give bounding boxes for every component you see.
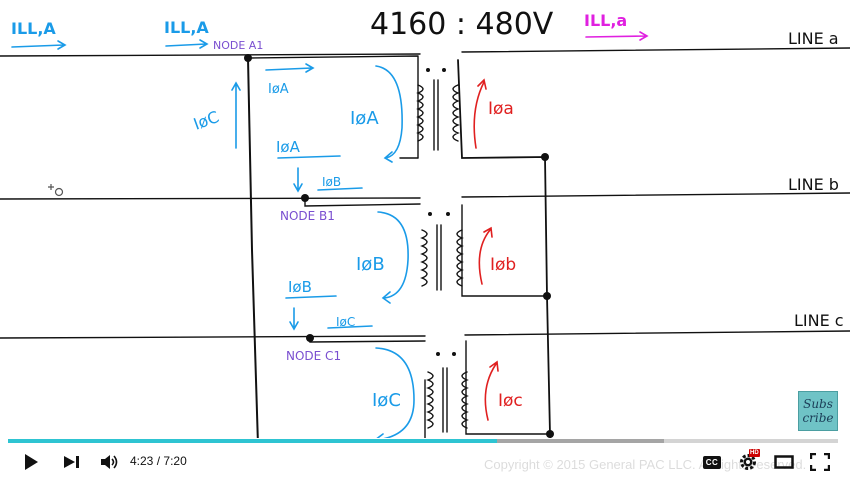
phase-b-lower-label: IøB [288,278,312,296]
volume-button[interactable] [96,447,122,477]
theater-mode-icon [774,455,794,469]
line-b-wire [0,192,850,200]
theater-mode-button[interactable] [772,447,796,477]
player-controls: 4:23 / 7:20 CC HD [0,447,850,477]
settings-icon [740,454,756,470]
phase-a-lower-label: IøA [276,138,301,156]
copyright-watermark: Copyright © 2015 General PAC LLC. All ri… [484,457,807,472]
node-b-label: NODE B1 [280,209,335,223]
subscribe-button[interactable]: Subs cribe [798,391,838,431]
node-c-label: NODE C1 [286,349,341,363]
phase-b-coil-label: IøB [356,254,385,275]
current-time: 4:23 [130,454,154,468]
transformer-ratio-heading: 4160 : 480V [370,7,554,42]
line-c-wire [0,330,850,339]
duration: 7:20 [163,454,187,468]
progress-played [8,439,497,443]
secondary-a-label: Iøa [488,99,514,119]
node-a-label: NODE A1 [213,39,263,52]
settings-button[interactable]: HD [736,447,760,477]
time-separator: / [156,454,161,468]
phase-c-outer-label: IøC [191,107,222,134]
play-icon [25,454,38,470]
progress-bar[interactable] [8,439,838,443]
line-current-label-secondary: ILL,a [584,11,627,30]
phase-b-small-label: IøB [322,175,341,189]
line-current-label-1: ILL,A [11,19,56,38]
phase-a-coil-label: IøA [350,108,379,129]
subscribe-line-1: Subs [803,397,833,411]
fullscreen-button[interactable] [808,447,832,477]
play-button[interactable] [18,447,44,477]
next-button[interactable] [58,447,86,477]
captions-icon: CC [702,455,722,469]
captions-button[interactable]: CC [700,447,724,477]
fullscreen-icon [810,453,830,471]
line-b-label: LINE b [788,175,839,194]
line-current-label-2: ILL,A [164,18,209,37]
volume-icon [101,455,118,469]
video-frame[interactable]: 4160 : 480V ILL,A ILL,A ILL,a NODE A1 NO… [0,0,850,438]
line-a-wire [0,47,850,57]
hd-badge: HD [749,449,760,457]
phase-a-top-label: IøA [268,82,289,97]
phase-c-small-label: IøC [336,315,355,329]
secondary-b-label: Iøb [490,255,516,275]
next-icon [64,456,79,468]
time-display: 4:23 / 7:20 [130,454,187,468]
secondary-c-label: Iøc [498,391,523,411]
line-c-label: LINE c [794,311,844,330]
phase-c-coil-label: IøC [372,390,401,411]
line-a-label: LINE a [788,29,839,48]
subscribe-line-2: cribe [802,411,834,425]
